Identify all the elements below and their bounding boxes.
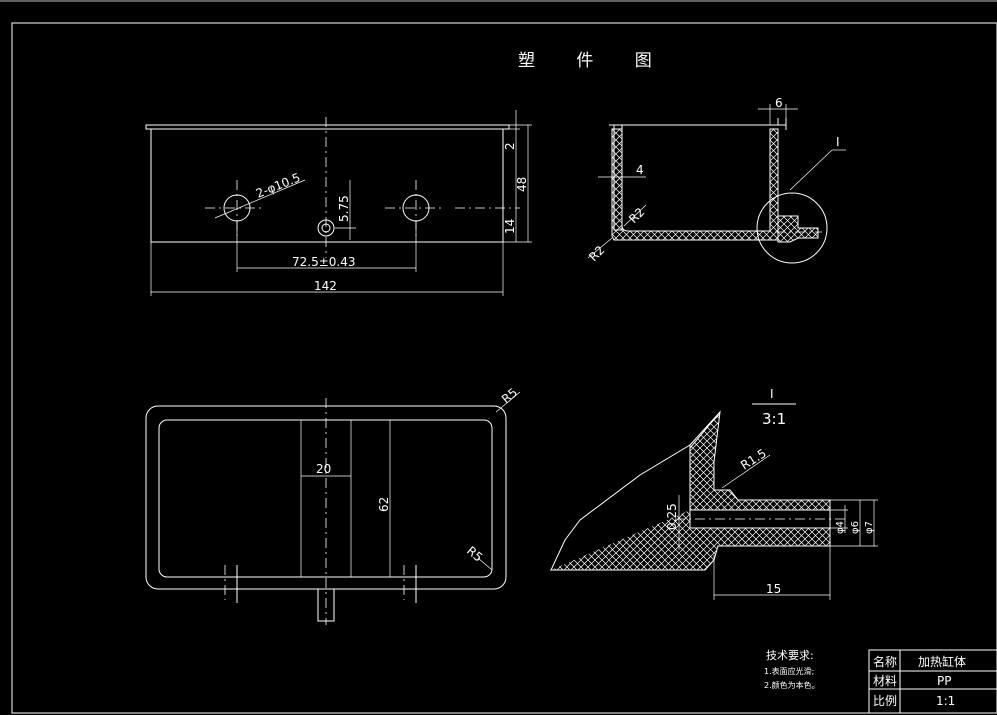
top-view: [145, 391, 521, 625]
section-wall-dimension: 4: [636, 163, 644, 177]
title-material-value: PP: [937, 674, 951, 688]
title-scale-value: 1:1: [936, 694, 955, 708]
title-name-value: 加热缸体: [918, 654, 966, 669]
detail-label: I: [770, 387, 774, 401]
detail-thickness: 0.25: [665, 503, 679, 530]
detail-phi6: φ6: [850, 521, 861, 534]
detail-scale: 3:1: [762, 410, 786, 428]
length-dimension: 142: [314, 279, 337, 293]
drawing-frame: [11, 22, 997, 714]
detail-view: [549, 403, 878, 600]
notes-item-1: 1.表面应光滑;: [764, 666, 814, 676]
right-dim-14: 14: [503, 219, 517, 234]
title-material-label: 材料: [873, 674, 897, 688]
right-dim-2: 2: [503, 142, 517, 150]
front-view: [145, 110, 532, 296]
detail-length: 15: [766, 582, 781, 596]
notes-item-2: 2.颜色为本色。: [764, 680, 820, 690]
title-block: [868, 649, 997, 714]
height-575-dimension: 5.75: [337, 195, 351, 222]
section-view: [587, 104, 846, 264]
hole-dimension: 2-φ10.5: [254, 170, 302, 200]
right-dim-48: 48: [515, 177, 529, 192]
top-width-dimension: 20: [316, 462, 331, 476]
section-detail-mark: I: [836, 135, 840, 149]
title-name-label: 名称: [873, 654, 897, 669]
section-top-dimension: 6: [775, 96, 783, 110]
top-radius-upper: R5: [499, 385, 520, 406]
detail-radius: R1.5: [738, 446, 769, 472]
drawing-title: 塑 件 图: [518, 51, 670, 71]
spacing-dimension: 72.5±0.43: [292, 255, 356, 269]
detail-phi4: φ4: [835, 521, 846, 534]
title-scale-label: 比例: [873, 694, 897, 708]
detail-phi7: φ7: [864, 521, 875, 534]
section-outer-radius: R2: [586, 243, 607, 264]
top-height-dimension: 62: [377, 497, 391, 512]
notes-heading: 技术要求:: [766, 649, 814, 662]
